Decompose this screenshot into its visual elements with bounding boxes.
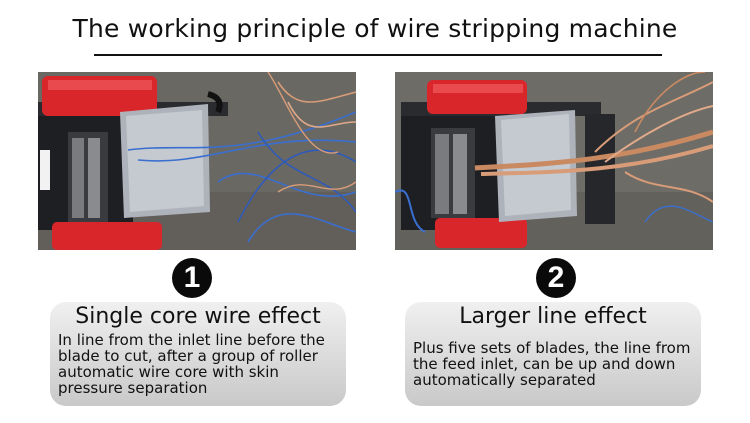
step-number-badge-1: 1	[172, 258, 212, 298]
caption-description: Plus five sets of blades, the line from …	[413, 339, 691, 389]
caption-description: In line from the inlet line before the b…	[58, 331, 325, 397]
page-title: The working principle of wire stripping …	[72, 14, 678, 43]
machine-photo-larger-line	[395, 72, 713, 250]
caption-heading: Larger line effect	[459, 304, 647, 329]
machine-photo-single-core	[38, 72, 356, 250]
title-underline	[94, 54, 662, 56]
caption-card-larger-line: Larger line effect Plus five sets of bla…	[405, 302, 701, 406]
machine-illustration-1	[38, 72, 356, 250]
machine-illustration-2	[395, 72, 713, 250]
caption-heading: Single core wire effect	[75, 304, 321, 329]
caption-card-single-core: Single core wire effect In line from the…	[50, 302, 346, 406]
step-number-badge-2: 2	[536, 258, 576, 298]
